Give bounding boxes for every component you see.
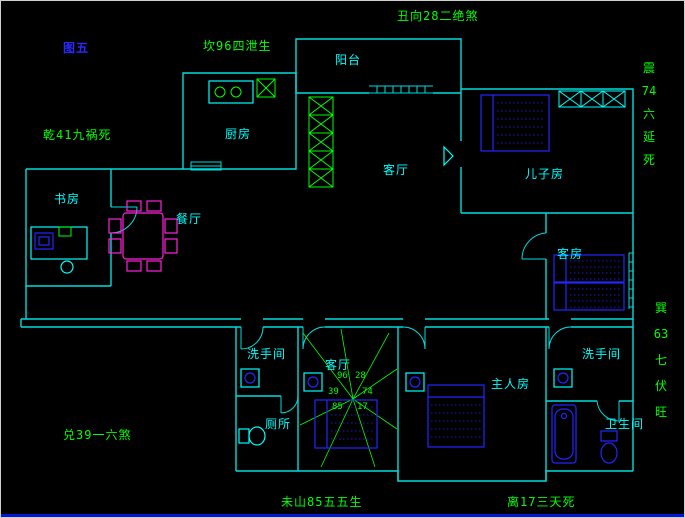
annotation-xun: 巽 63 七 伏 旺 [653,301,669,419]
basin-bowl-icon [307,376,319,388]
burner-icon [214,86,226,98]
lamp-icon [58,226,72,237]
compass-number: 85 [332,402,343,412]
annotation-zhen: 震 74 六 延 死 [641,61,657,167]
washbasin-icon [405,372,425,392]
wardrobe-icon [558,90,626,108]
bed-icon [314,399,378,449]
room-label-balcony: 阳台 [335,53,362,67]
room-label-bathroom: 卫生间 [605,417,645,431]
basin-bowl-icon [409,376,421,388]
room-label-study: 书房 [54,192,81,206]
room-label-guest-room: 客房 [557,247,584,261]
room-label-son-room: 儿子房 [525,167,565,181]
compass-number: 96 [337,371,348,381]
room-label-washroom-right: 洗手间 [582,347,622,361]
room-label-living: 客厅 [383,163,410,177]
compass-number: 17 [357,402,368,412]
status-strip [1,514,684,517]
annotation-top: 丑向28二绝煞 [397,9,479,23]
washbasin-icon [240,368,260,388]
annotation-wei: 未山85五五生 [281,495,363,509]
compass-number: 74 [362,387,373,397]
blue-furniture [34,94,625,464]
burner-icon [230,86,242,98]
washbasin-icon [553,368,573,388]
room-label-master-room: 主人房 [491,377,531,391]
room-label-center-room: 客厅 [325,358,352,372]
basin-bowl-icon [244,372,256,384]
room-label-dining: 餐厅 [176,212,203,226]
toilet-icon [238,426,266,446]
room-label-washroom-left: 洗手间 [247,347,287,361]
annotation-qian: 乾41九祸死 [43,128,112,142]
bed-icon [553,282,625,311]
annotation-li: 离17三天死 [507,495,576,509]
annotation-dui: 兑39一六煞 [63,428,132,442]
figure-number-label: 图五 [63,41,90,55]
door-leaf-icon [443,145,454,167]
bed-icon [480,94,550,152]
washbasin-icon [303,372,323,392]
room-label-kitchen: 厨房 [225,127,252,141]
room-label-toilet: 厕所 [265,417,292,431]
toilet-icon [600,430,618,464]
annotation-kan: 坎96四泄生 [203,39,272,53]
bathtub-icon [551,404,577,464]
compass-number: 39 [328,387,339,397]
basin-bowl-icon [557,372,569,384]
green-elements [58,78,398,468]
computer-icon [34,232,54,250]
bed-icon [427,384,485,448]
cabinet-icon [308,96,334,188]
dining-set-icon [108,200,178,272]
compass-spokes-icon [299,328,398,468]
compass-number: 28 [355,371,366,381]
sink-icon [256,78,276,98]
bed-icon [553,254,625,283]
stove-icon [208,80,254,104]
